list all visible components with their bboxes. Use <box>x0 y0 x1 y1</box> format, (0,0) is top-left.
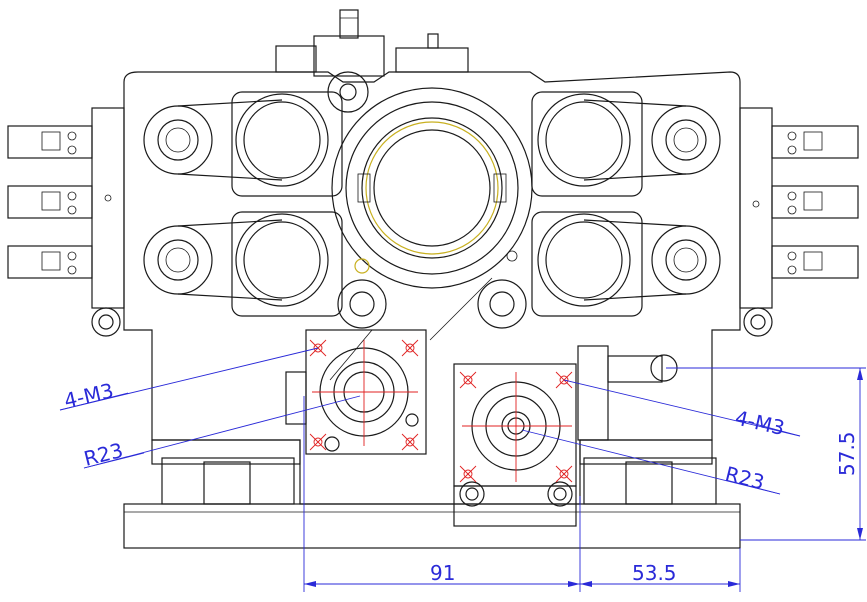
radius-callout-right: R23 <box>723 462 767 495</box>
top-fixture <box>275 9 469 113</box>
lever-arm-bottom-left <box>143 211 343 317</box>
right-flange-centerlines <box>459 371 573 483</box>
right-flange <box>453 345 678 527</box>
left-flange-centerlines <box>309 339 419 451</box>
dimension-91: 91 <box>430 561 455 585</box>
carriage-left <box>161 457 295 505</box>
left-clamp-column <box>7 107 125 337</box>
lower-rollers <box>329 277 527 381</box>
dimension-57-5: 57.5 <box>835 431 859 476</box>
radius-callout-left: R23 <box>81 438 125 471</box>
dimension-lines <box>303 367 866 592</box>
leader-lines <box>59 347 801 495</box>
right-clamp-column <box>739 107 859 337</box>
central-ring <box>331 87 533 289</box>
dimension-53-5: 53.5 <box>632 561 677 585</box>
lever-arm-bottom-right <box>531 211 721 317</box>
thread-callout-right: 4-M3 <box>733 405 787 440</box>
main-body <box>123 71 741 505</box>
carriage-right <box>583 457 717 505</box>
thread-callout-left: 4-M3 <box>62 378 116 413</box>
base-plate <box>123 503 741 549</box>
lever-arm-top-left <box>143 91 343 197</box>
lever-arm-top-right <box>531 91 721 197</box>
